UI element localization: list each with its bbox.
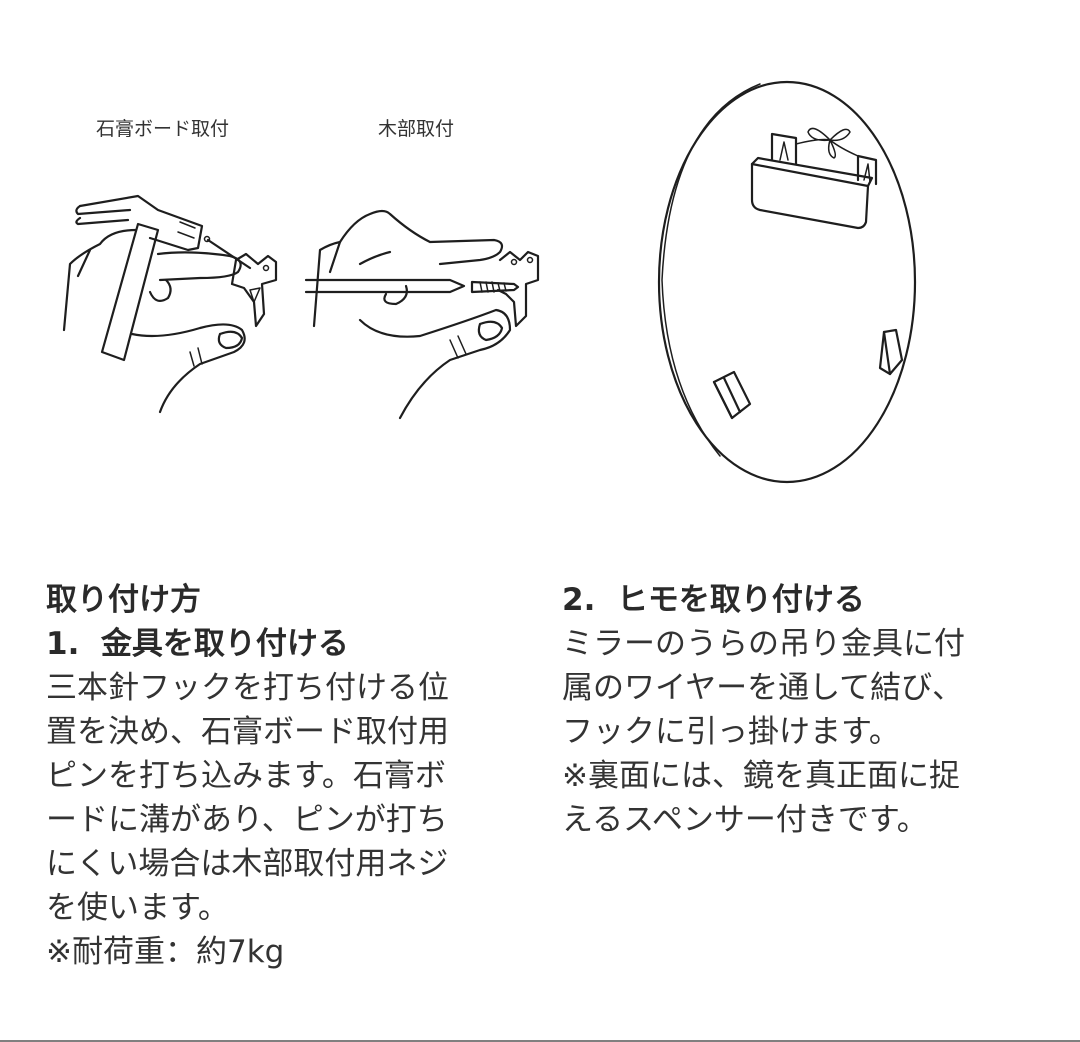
step-2-text-line: ミラーのうらの吊り金具に付 (562, 626, 965, 662)
step-1-text-line: にくい場合は木部取付用ネジ (46, 846, 449, 882)
hand-icon (62, 228, 246, 414)
step-1-text-line: 三本針フックを打ち付ける位 (46, 670, 449, 706)
section-title: 取り付け方 (46, 582, 201, 618)
screwdriver-icon (304, 278, 466, 294)
step-1-text-line: ピンを打ち込みます。石膏ボ (46, 758, 446, 794)
wire-bow-icon (795, 127, 859, 159)
mounting-instructions-section: 取り付け方 1. 金具を取り付ける 三本針フックを打ち付ける位 置を決め、石膏ボ… (46, 578, 526, 974)
step-2-heading: 2. ヒモを取り付ける (562, 582, 865, 618)
step-1-text-line: 置を決め、石膏ボード取付用 (46, 714, 449, 750)
step-1-text-line: ードに溝があり、ピンが打ち (46, 802, 448, 838)
hook-icon (230, 252, 278, 328)
load-capacity-note: ※耐荷重：約7kg (46, 934, 285, 970)
gypsum-board-caption: 石膏ボード取付 (96, 118, 230, 140)
step-2-text-line: 属のワイヤーを通して結び、 (562, 670, 964, 706)
wood-mount-illustration (304, 209, 540, 420)
step-1-text-line: を使います。 (46, 890, 229, 926)
bottom-divider (0, 1040, 1080, 1042)
hammer-icon (75, 194, 204, 362)
spacer-icon (712, 370, 752, 420)
hook-icon (496, 250, 540, 328)
wood-mount-caption: 木部取付 (378, 118, 455, 140)
spacer-icon (878, 328, 904, 376)
screw-icon (470, 280, 520, 294)
gypsum-mount-illustration (62, 194, 278, 414)
pin-icon (203, 235, 252, 270)
mirror-outline (657, 80, 917, 484)
step-1-heading: 1. 金具を取り付ける (46, 626, 349, 662)
spacer-note-line: ※裏面には、鏡を真正面に捉 (562, 758, 960, 794)
mirror-back-illustration (657, 80, 917, 484)
spacer-note-line: えるスペンサー付きです。 (562, 802, 928, 838)
hand-icon (312, 209, 512, 420)
hanging-bracket-icon (750, 132, 878, 230)
step-2-text-line: フックに引っ掛けます。 (562, 714, 900, 750)
string-attachment-section: 2. ヒモを取り付ける ミラーのうらの吊り金具に付 属のワイヤーを通して結び、 … (562, 578, 1042, 842)
